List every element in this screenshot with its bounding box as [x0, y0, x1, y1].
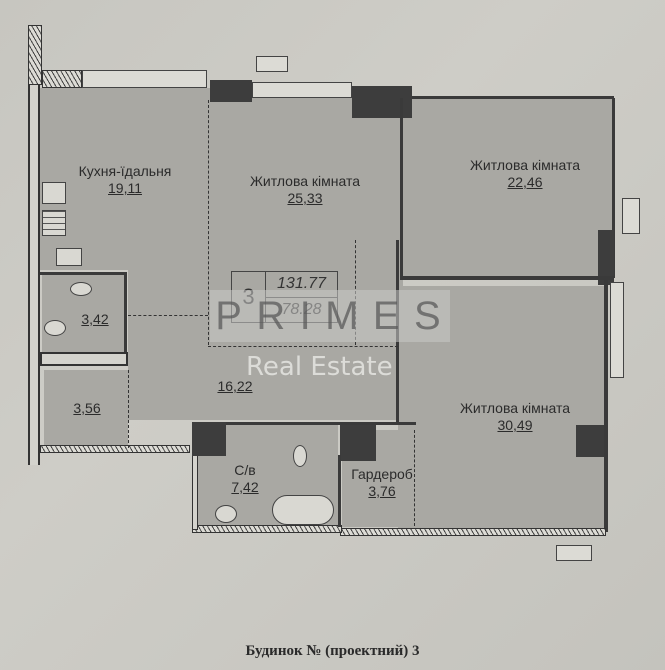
watermark-letter: R [256, 293, 290, 338]
wall-horizontal-mid [400, 276, 614, 280]
watermark-letter: M [325, 293, 363, 338]
window-right-2 [610, 282, 624, 378]
wall-top-right [412, 96, 614, 99]
cooktop-icon [42, 210, 66, 236]
room-area: 3,42 [81, 311, 109, 327]
sink-icon [56, 248, 82, 266]
room-area: 30,49 [497, 417, 533, 433]
window-right-1 [622, 198, 640, 234]
watermark-letter: I [299, 293, 315, 338]
column-bath-right [340, 425, 376, 461]
dashed-divider-living-hall [208, 346, 398, 347]
room-label-toilet: 3,42 [70, 311, 120, 328]
dashed-divider-wardrobe [414, 430, 415, 526]
column-right-2 [576, 425, 606, 457]
room-label-living-3: Житлова кімната 30,49 [435, 400, 595, 434]
room-area: 25,33 [287, 190, 323, 206]
watermark-letter: P [215, 293, 246, 338]
room-area: 3,56 [73, 400, 101, 416]
bath-toilet-icon [293, 445, 307, 467]
bathtub-icon [272, 495, 334, 525]
wall-top-left [42, 70, 82, 88]
room-name: Житлова кімната [469, 157, 581, 173]
watermark-brand: P R I M E S [210, 290, 450, 342]
room-storage [44, 370, 128, 448]
room-area: 19,11 [108, 180, 142, 196]
wall-right-lower [604, 280, 608, 532]
dashed-divider-toilet-hall [128, 315, 208, 316]
room-name: Житлова кімната [459, 400, 571, 416]
window-balcony-top [256, 56, 288, 72]
room-name: Кухня-їдальня [78, 163, 172, 179]
wall-bottom-bath [192, 525, 342, 533]
window-balcony-bottom [556, 545, 592, 561]
room-area: 16,22 [217, 378, 253, 394]
window-top-2 [252, 82, 352, 98]
wall-left-top [28, 25, 42, 85]
room-label-storage: 3,56 [62, 400, 112, 417]
wall-bath-top [226, 422, 416, 425]
wall-divider-living-2 [400, 98, 403, 278]
watermark-letter: E [372, 293, 404, 338]
toilet-icon [70, 282, 92, 296]
column-top-2 [352, 86, 412, 118]
room-area: 22,46 [507, 174, 543, 190]
stove-icon [42, 182, 66, 204]
room-label-living-2: Житлова кімната 22,46 [445, 157, 605, 191]
watermark-letter: S [414, 293, 445, 338]
room-label-bathroom: С/в 7,42 [220, 462, 270, 496]
watermark-subtitle: Real Estate [246, 352, 393, 382]
wall-bath-wardrobe [338, 455, 341, 527]
room-kitchen-dining [40, 88, 210, 270]
room-area: 7,42 [231, 479, 259, 495]
room-label-hall: 16,22 [205, 378, 265, 395]
room-name: С/в [234, 462, 256, 478]
building-caption: Будинок № (проектний) 3 [245, 643, 420, 659]
room-area: 3,76 [368, 483, 396, 499]
room-name: Гардероб [351, 466, 413, 482]
room-name: Житлова кімната [249, 173, 361, 189]
wall-toilet-top [40, 272, 126, 275]
room-label-wardrobe: Гардероб 3,76 [342, 466, 422, 500]
window-top-1 [82, 70, 207, 88]
wall-bottom-right [340, 528, 606, 536]
wall-toilet-bottom [40, 352, 128, 366]
wall-bottom-left [40, 445, 190, 453]
wall-left [28, 85, 40, 465]
washbasin-icon [44, 320, 66, 336]
room-label-kitchen-dining: Кухня-їдальня 19,11 [70, 163, 180, 197]
dashed-divider-storage [128, 370, 129, 448]
bath-sink-icon [215, 505, 237, 523]
room-label-living-1: Житлова кімната 25,33 [225, 173, 385, 207]
column-bath-left [192, 422, 226, 456]
wall-right-upper [612, 98, 615, 278]
total-area: 131.77 [277, 275, 326, 293]
dashed-divider-kitchen-living [208, 100, 209, 345]
column-top-1 [210, 80, 252, 102]
wall-toilet-right [124, 272, 127, 356]
room-living-2 [403, 98, 615, 276]
column-right-1 [598, 230, 614, 285]
